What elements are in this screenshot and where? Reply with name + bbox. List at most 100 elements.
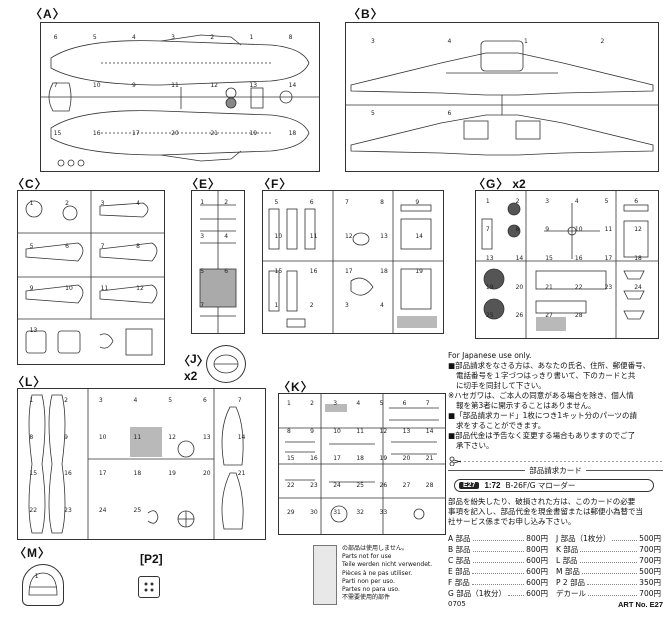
price-value: 600円 xyxy=(526,589,548,598)
order-info-heading: For Japanese use only. xyxy=(448,351,532,360)
part-number-l: 6 xyxy=(202,397,207,405)
part-number-k: 22 xyxy=(286,482,295,490)
part-number-k: 12 xyxy=(379,427,388,435)
part-number-f: 8 xyxy=(380,198,384,206)
price-part: M 部品 xyxy=(556,567,580,576)
part-number-e: 6 xyxy=(224,267,229,275)
price-value: 800円 xyxy=(526,545,548,554)
part-number-g: 13 xyxy=(485,254,494,262)
price-part: G 部品（1枚分） xyxy=(448,589,506,598)
part-number-a: 18 xyxy=(288,129,297,137)
part-number-c: 4 xyxy=(136,200,140,208)
part-number-g: 24 xyxy=(634,283,642,291)
sprue-b-drawing xyxy=(346,40,658,156)
part-number-l: 15 xyxy=(29,470,38,478)
part-number-k: 16 xyxy=(310,454,318,462)
part-number-a: 3 xyxy=(171,33,175,41)
part-number-g: 2 xyxy=(515,197,520,205)
part-number-k: 7 xyxy=(425,400,430,408)
cut-line xyxy=(448,451,663,467)
part-number-k: 2 xyxy=(310,400,314,408)
price-value: 600円 xyxy=(526,556,548,565)
part-number-a: 2 xyxy=(210,33,215,41)
part-number-g: 10 xyxy=(574,226,583,234)
card-footer: 0705 ART No. E27 xyxy=(448,600,663,609)
order-info-line: ■部品請求をなさる方は、あなたの氏名、住所、郵便番号、 xyxy=(448,361,651,370)
part-number-a: 6 xyxy=(53,33,58,41)
order-info: For Japanese use only. ■部品請求をなさる方は、あなたの氏… xyxy=(448,351,663,451)
part-number-k: 30 xyxy=(310,509,318,517)
part-number-k: 5 xyxy=(379,400,384,408)
part-number-g: 25 xyxy=(485,312,494,320)
sprue-e-label: E xyxy=(199,176,208,191)
part-number-c: 8 xyxy=(136,242,140,250)
part-number-a: 15 xyxy=(53,129,62,137)
card-model: B-26F/G マローダー xyxy=(505,481,576,490)
part-number-b: 1 xyxy=(523,38,528,46)
part-number-l: 17 xyxy=(98,470,107,478)
unused-parts-notice: の部品は使用しません。 Parts not for use Teile werd… xyxy=(342,545,442,602)
part-number-k: 18 xyxy=(356,454,364,462)
sprue-f-label: F xyxy=(271,176,279,191)
part-number-a: 19 xyxy=(249,129,258,137)
part-number-g: 3 xyxy=(545,197,550,205)
part-number-f: 10 xyxy=(274,233,283,241)
part-number-g: 9 xyxy=(545,226,550,234)
price-part: K 部品 xyxy=(556,545,579,554)
price-part: A 部品 xyxy=(448,534,471,543)
price-part: P 2 部品 xyxy=(556,578,586,587)
sprue-e-drawing xyxy=(199,191,237,333)
sprue-l-frame xyxy=(17,388,266,540)
part-number-l: 19 xyxy=(168,470,176,478)
part-number-k: 3 xyxy=(333,400,338,408)
part-number-c: 11 xyxy=(100,284,109,292)
part-number-a: 14 xyxy=(288,81,297,89)
sprue-m-frame xyxy=(22,564,64,606)
sprue-f-drawing xyxy=(263,191,443,333)
notice-line: Parts not for use xyxy=(342,553,392,561)
part-number-k: 33 xyxy=(379,509,388,517)
part-number-c: 1 xyxy=(29,200,34,208)
sprue-m-drawing xyxy=(28,572,58,596)
part-number-g: 27 xyxy=(545,312,553,320)
sprue-c-drawing xyxy=(18,191,164,356)
part-number-c: 6 xyxy=(65,242,69,250)
part-number-e: 7 xyxy=(200,302,205,310)
price-value: 700円 xyxy=(639,589,661,598)
price-part: E 部品 xyxy=(448,567,471,576)
sprue-p2-header: [P2] xyxy=(140,552,163,566)
sprue-b-label: B xyxy=(361,6,370,21)
sprue-k-drawing xyxy=(279,394,445,534)
sprue-j-frame xyxy=(206,345,246,383)
part-number-a: 5 xyxy=(92,33,97,41)
part-number-f: 11 xyxy=(309,233,318,241)
notice-line: Teile werden nicht verwendet. xyxy=(342,561,433,569)
part-number-g: 14 xyxy=(515,254,524,262)
price-value: 600円 xyxy=(526,567,548,576)
part-number-g: 18 xyxy=(634,254,642,262)
part-number-l: 23 xyxy=(64,506,72,514)
price-part: C 部品 xyxy=(448,556,471,565)
sprue-m-header: 〈M〉 xyxy=(14,545,51,561)
card-badge: E27 xyxy=(459,482,480,489)
part-number-f: 17 xyxy=(344,267,353,275)
part-number-e: 4 xyxy=(224,233,229,241)
part-number-l: 4 xyxy=(133,397,138,405)
part-number-g: 1 xyxy=(485,197,490,205)
part-number-k: 17 xyxy=(333,454,341,462)
order-info-line: に切手を同封して下さい。 xyxy=(456,381,546,390)
part-number-l: 1 xyxy=(29,397,34,405)
part-number-c: 12 xyxy=(136,284,144,292)
price-value: 500円 xyxy=(639,534,661,543)
sprue-f-frame xyxy=(262,190,444,334)
order-info-line: ■「部品請求カード」1枚につき1キット分のパーツの請 xyxy=(448,411,637,420)
part-number-b: 3 xyxy=(370,38,375,46)
part-number-f: 5 xyxy=(274,198,279,206)
card-description-line: 部品を紛失したり、破損された方は、このカードの必要 xyxy=(448,497,636,506)
